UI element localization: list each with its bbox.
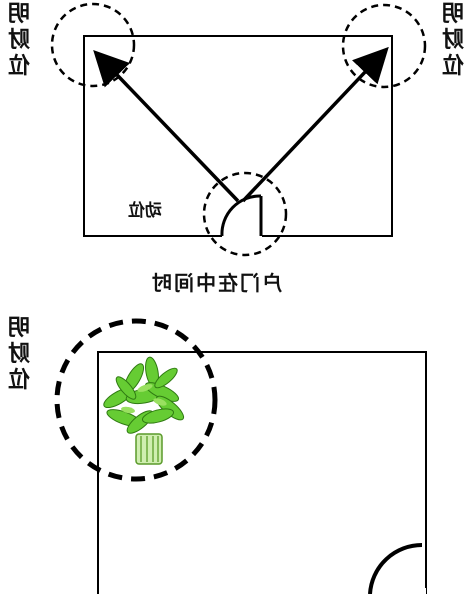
lucky-bamboo-plant-icon	[103, 356, 185, 465]
bottom-left-wealth-circle	[54, 318, 218, 482]
bottom-door-gap	[368, 588, 426, 594]
top-left-wealth-circle	[50, 2, 136, 88]
arrow-to-top-right	[241, 46, 389, 203]
door-swing-arc	[220, 194, 262, 237]
arrow-to-top-left	[93, 49, 240, 203]
top-right-wealth-circle	[341, 3, 427, 89]
bottom-room-outline	[97, 351, 427, 594]
door-zone-circle	[202, 171, 288, 257]
top-room-outline	[83, 35, 393, 237]
bottom-door-swing-arc	[368, 542, 423, 594]
door-gap	[222, 232, 262, 240]
